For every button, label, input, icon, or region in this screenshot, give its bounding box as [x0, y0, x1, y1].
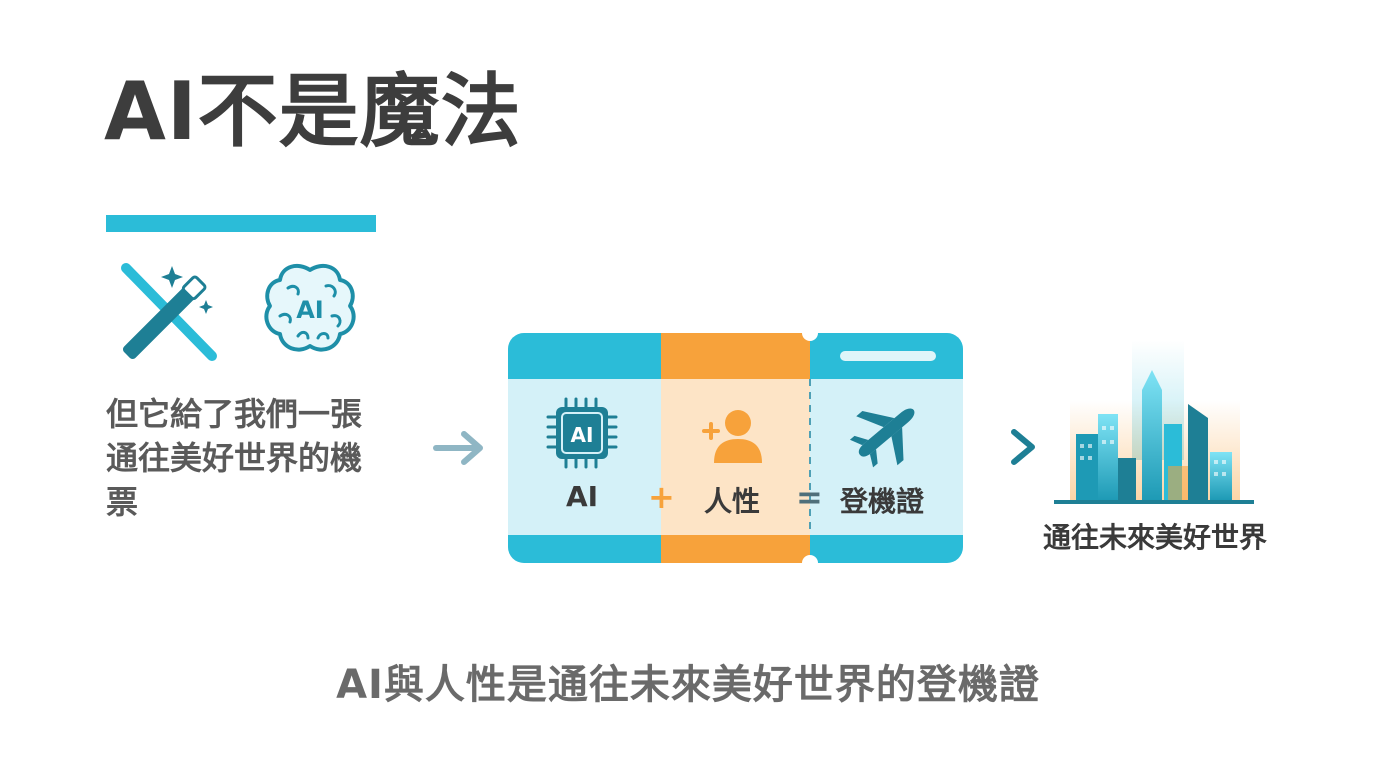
left-caption-line-3: 票 — [106, 483, 139, 521]
ticket-equals: = — [796, 478, 823, 516]
boarding-ticket: AI — [508, 333, 963, 563]
left-caption-line-2: 通往美好世界的機 — [106, 439, 363, 477]
title-accent-bar — [106, 215, 376, 232]
person-add-icon — [702, 410, 762, 463]
arrow-right-icon — [433, 431, 483, 465]
ticket-boarding-label: 登機證 — [840, 485, 925, 518]
chip-label: AI — [571, 423, 594, 447]
city-caption: 通往未來美好世界 — [1042, 521, 1267, 554]
airplane-icon — [849, 408, 915, 468]
brain-ai-label: AI — [296, 296, 324, 324]
chip-icon: AI — [546, 397, 618, 469]
left-caption-line-1: 但它給了我們一張 — [106, 395, 363, 433]
ticket-human-label: 人性 — [704, 485, 761, 518]
ticket-ai-label: AI — [566, 480, 599, 513]
ticket-plus: + — [648, 478, 675, 516]
magic-wand-icon — [121, 263, 217, 361]
brain-icon: AI — [264, 263, 356, 352]
page-title: AI不是魔法 — [104, 65, 522, 158]
left-caption: 但它給了我們一張 通往美好世界的機 票 — [106, 392, 426, 524]
city-skyline-icon — [1054, 340, 1254, 504]
summary-statement: AI與人性是通往未來美好世界的登機證 — [336, 662, 1040, 708]
arrow-right-icon — [929, 429, 1035, 465]
